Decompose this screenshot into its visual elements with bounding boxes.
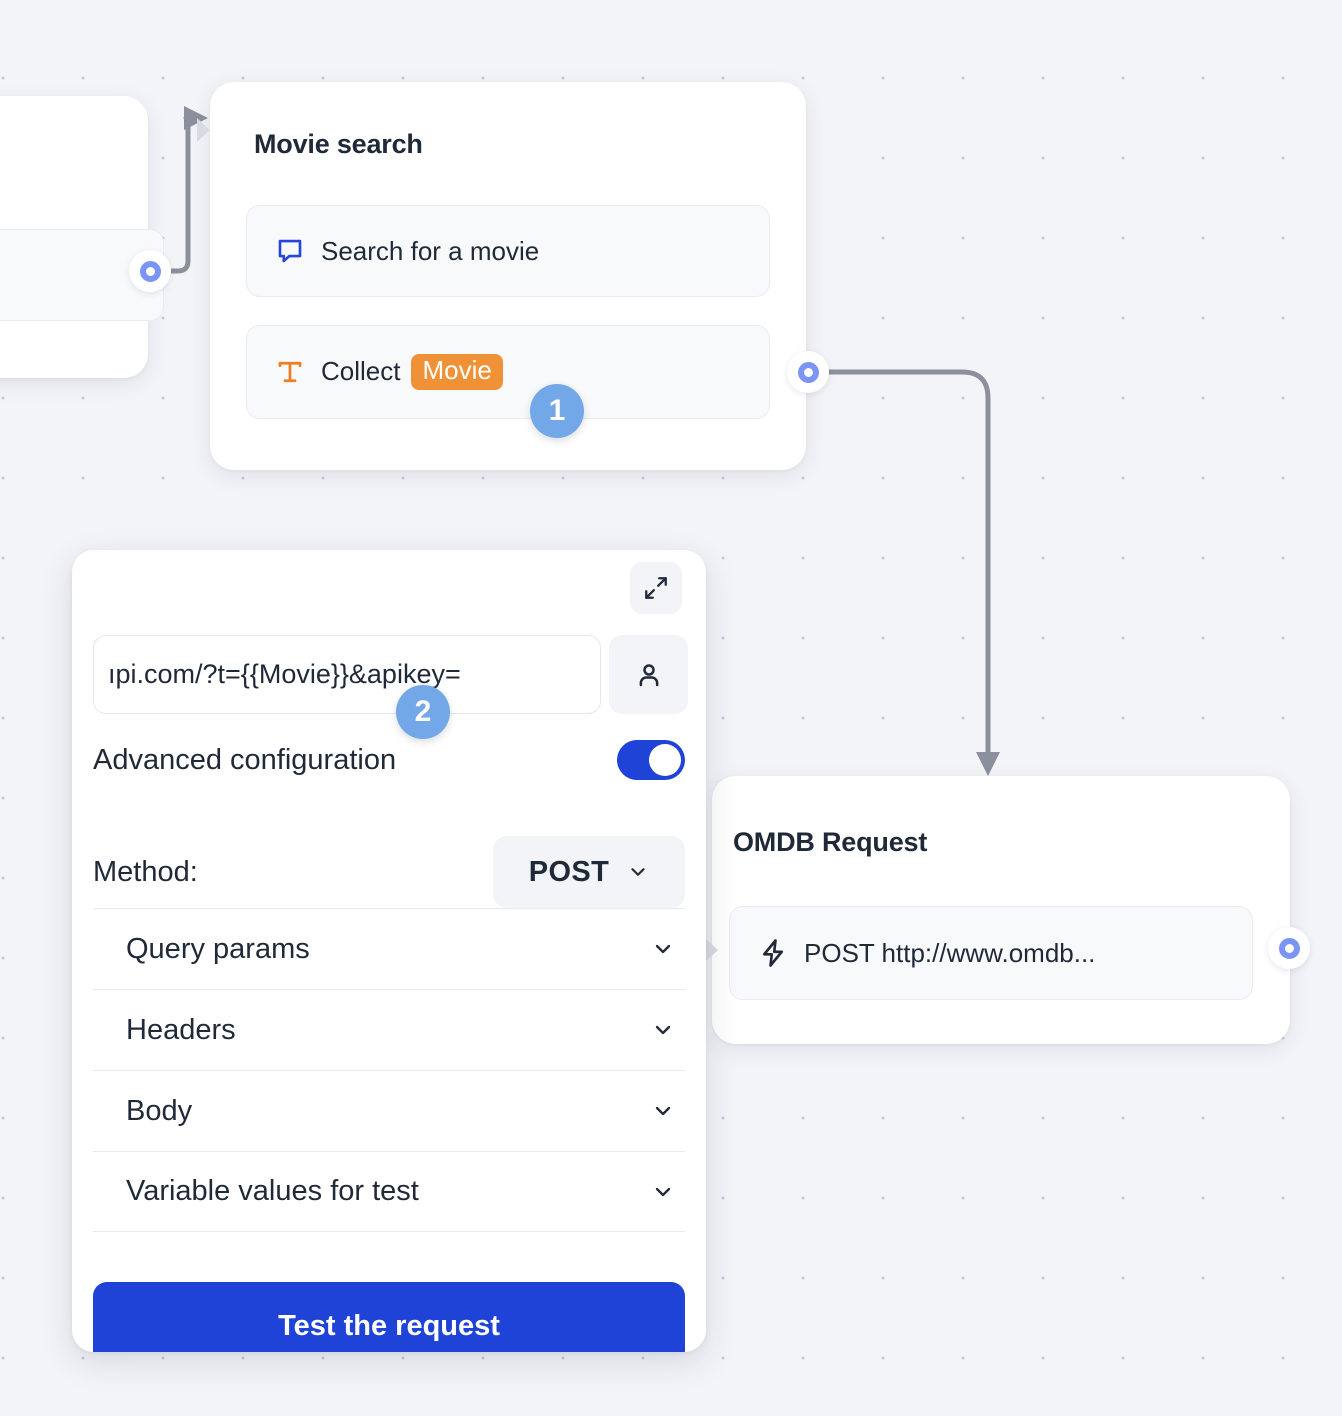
node-partial-left[interactable] bbox=[0, 96, 164, 378]
chevron-down-icon[interactable] bbox=[651, 1099, 675, 1123]
accordion-item-query-params[interactable]: Query params bbox=[93, 908, 685, 989]
node-row-label-text: Collect bbox=[321, 356, 401, 387]
node-movie-search-in-nub bbox=[197, 118, 210, 142]
method-select[interactable]: POST bbox=[493, 836, 685, 908]
test-the-request-button[interactable]: Test the request bbox=[93, 1282, 685, 1352]
advanced-configuration-toggle[interactable] bbox=[617, 740, 685, 780]
step-badge-2: 2 bbox=[396, 685, 450, 739]
person-icon[interactable] bbox=[609, 635, 688, 714]
request-config-panel[interactable]: Advanced configuration Method: POST Quer… bbox=[72, 550, 706, 1352]
port-movie-search-out[interactable] bbox=[787, 351, 829, 393]
chevron-down-icon[interactable] bbox=[651, 1180, 675, 1204]
lightning-bolt-icon bbox=[758, 938, 788, 968]
accordion-label: Headers bbox=[126, 1013, 236, 1046]
node-row-collect-movie[interactable]: Collect Movie bbox=[246, 325, 770, 419]
chevron-down-icon bbox=[627, 861, 649, 883]
url-input[interactable] bbox=[93, 635, 601, 714]
method-value: POST bbox=[528, 855, 610, 888]
accordion-item-variable-values-for-test[interactable]: Variable values for test bbox=[93, 1151, 685, 1232]
node-omdb-request[interactable]: OMDB Request POST http://www.omdb... bbox=[705, 776, 1290, 1044]
toggle-knob bbox=[649, 744, 681, 776]
node-movie-search[interactable]: Movie search Search for a movie Collect … bbox=[197, 82, 806, 470]
chat-bubble-icon bbox=[275, 236, 305, 266]
accordion-label: Body bbox=[126, 1094, 193, 1127]
node-omdb-title: OMDB Request bbox=[733, 827, 928, 857]
node-row-label: Search for a movie bbox=[321, 235, 540, 266]
accordion-label: Query params bbox=[126, 932, 310, 965]
accordion-item-headers[interactable]: Headers bbox=[93, 989, 685, 1070]
node-row-omdb-post-request[interactable]: POST http://www.omdb... bbox=[729, 906, 1253, 1000]
node-row-label: POST http://www.omdb... bbox=[804, 937, 1096, 968]
accordion-list: Query params Headers Body Variable value… bbox=[93, 908, 685, 1232]
chevron-down-icon[interactable] bbox=[651, 937, 675, 961]
node-row-search-for-a-movie[interactable]: Search for a movie bbox=[246, 205, 770, 297]
accordion-item-body[interactable]: Body bbox=[93, 1070, 685, 1151]
method-label: Method: bbox=[93, 855, 198, 888]
advanced-configuration-label: Advanced configuration bbox=[93, 743, 397, 776]
node-movie-search-title: Movie search bbox=[254, 129, 423, 159]
port-partial-left-out[interactable] bbox=[129, 250, 171, 292]
method-row: Method: POST bbox=[93, 836, 685, 908]
chevron-down-icon[interactable] bbox=[651, 1018, 675, 1042]
accordion-label: Variable values for test bbox=[126, 1175, 419, 1207]
url-row bbox=[93, 635, 688, 714]
node-omdb-in-nub bbox=[705, 938, 718, 962]
port-omdb-out[interactable] bbox=[1268, 927, 1310, 969]
expand-icon[interactable] bbox=[630, 562, 682, 614]
text-t-icon bbox=[275, 357, 305, 387]
node-row-label: Collect Movie bbox=[321, 354, 503, 390]
step-badge-1: 1 bbox=[530, 384, 584, 438]
variable-chip-movie[interactable]: Movie bbox=[411, 354, 503, 390]
advanced-configuration-row: Advanced configuration bbox=[93, 740, 685, 780]
